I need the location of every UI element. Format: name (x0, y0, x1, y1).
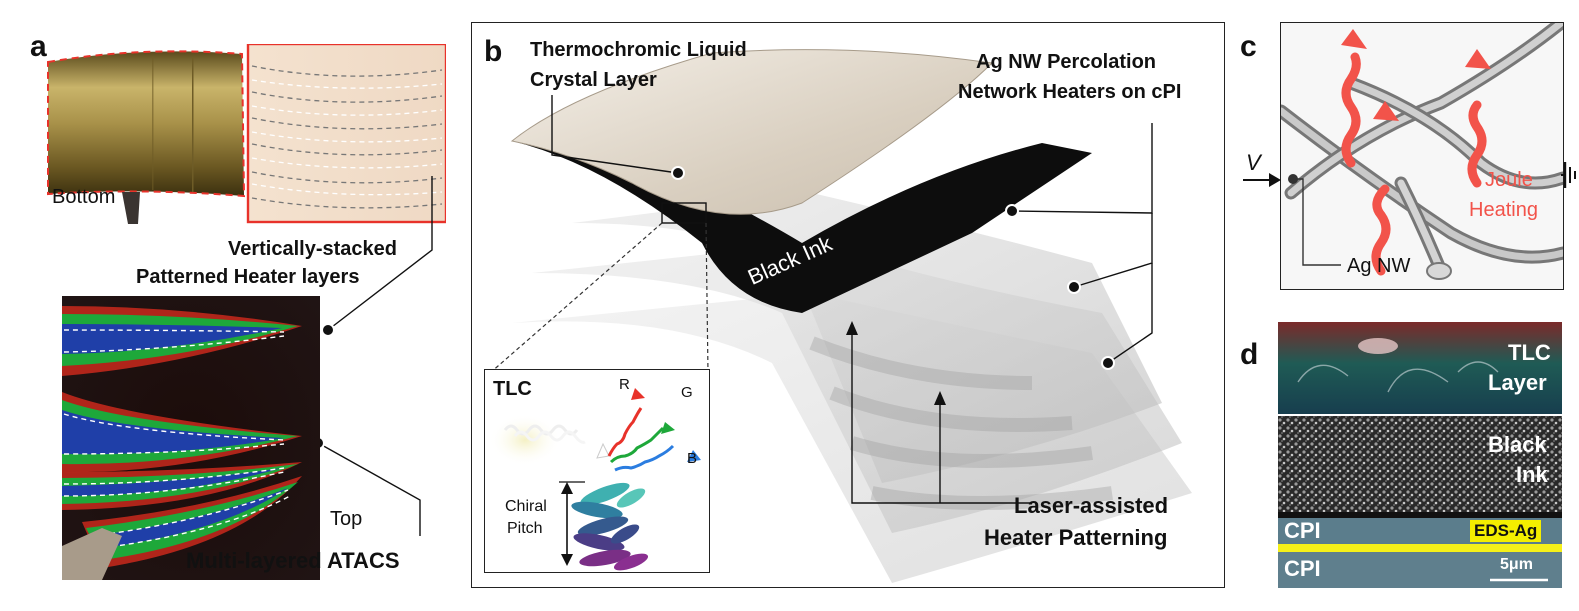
ink-section-line1: Black (1488, 432, 1547, 457)
inset-title: TLC (493, 378, 532, 400)
panel-d-letter: d (1240, 338, 1259, 371)
cross-section-image (1278, 322, 1562, 588)
top-label: Top (330, 508, 363, 530)
panel-a: a (0, 0, 458, 611)
scale-bar-label: 5μm (1500, 556, 1533, 573)
ground-icon (1561, 162, 1576, 188)
cpi-top-label: CPI (1284, 518, 1321, 543)
inset-b-label: B (687, 450, 698, 467)
tlc-section-line1: TLC (1508, 340, 1551, 365)
ag-heater-label-line1: Ag NW Percolation (976, 51, 1157, 73)
eds-ag-badge: EDS-Ag (1470, 520, 1542, 542)
chiral-pitch-line2: Pitch (507, 520, 543, 537)
panel-a-connectors (311, 176, 433, 536)
voltage-input-arrow (1243, 173, 1281, 187)
agnw-network-illustration (1281, 23, 1563, 280)
ink-section-line2: Ink (1516, 462, 1548, 487)
bottom-label: Bottom (52, 186, 116, 208)
joule-heating-line1: Joule (1485, 169, 1533, 191)
laser-label-line1: Laser-assisted (1014, 493, 1169, 518)
heater-layers-label-line2: Patterned Heater layers (136, 266, 360, 288)
heater-layers-label-line1: Vertically-stacked (228, 238, 397, 260)
tlc-layer-label-line1: Thermochromic Liquid (530, 39, 747, 61)
inset-r-label: R (619, 376, 630, 393)
laser-label-line2: Heater Patterning (984, 525, 1168, 550)
cpi-bottom-label: CPI (1284, 556, 1321, 581)
panel-d: TLC Layer Black Ink CPI EDS-Ag CPI 5μm (1278, 322, 1562, 588)
tlc-layer-label-line2: Crystal Layer (530, 69, 657, 91)
panel-c: Joule Heating Ag NW (1280, 22, 1564, 290)
panel-a-letter: a (30, 30, 47, 63)
agnw-label: Ag NW (1347, 255, 1411, 277)
chiral-pitch-line1: Chiral (505, 498, 547, 515)
tlc-section-line2: Layer (1488, 370, 1547, 395)
inset-g-label: G (681, 384, 693, 401)
voltage-label: V (1246, 150, 1261, 175)
joule-heating-line2: Heating (1469, 199, 1538, 221)
thermal-image (62, 296, 320, 580)
panel-b-letter: b (484, 35, 503, 68)
device-label: Multi-layered ATACS (186, 548, 400, 573)
tlc-inset: TLC R G B Chiral Pitch (484, 369, 710, 573)
layer-stack-illustration (489, 49, 1192, 583)
ag-heater-label-line2: Network Heaters on cPI (958, 81, 1182, 103)
bottom-photo (42, 42, 448, 224)
panel-b: b (471, 22, 1225, 588)
panel-c-letter: c (1240, 30, 1257, 63)
